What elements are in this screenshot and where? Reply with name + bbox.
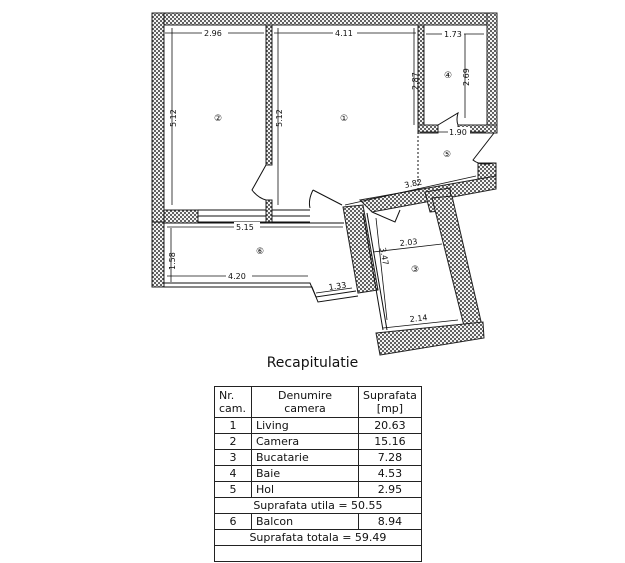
dim-room1-height: 5.12 — [275, 109, 284, 127]
summary-title: Recapitulatie — [266, 355, 359, 371]
dim-kitchen-top: 2.03 — [399, 237, 418, 248]
room-label-3: ③ — [411, 265, 419, 275]
table-row: 5 Hol 2.95 — [214, 481, 422, 498]
room-label-1: ① — [340, 114, 348, 124]
dim-room4-width: 1.73 — [444, 30, 462, 39]
room-labels: ② ① ③ ④ ⑤ ⑥ — [214, 71, 452, 275]
room-label-4: ④ — [444, 71, 452, 81]
header-nr: Nr.cam. — [214, 386, 252, 418]
interior-lines — [164, 111, 495, 331]
dim-balcony-step: 1.33 — [328, 281, 347, 292]
walls — [151, 12, 498, 356]
table-row: 1 Living 20.63 — [214, 417, 422, 434]
table-row: 3 Bucatarie 7.28 — [214, 449, 422, 466]
dim-room2-width: 2.96 — [204, 29, 222, 38]
room-label-5: ⑤ — [443, 150, 451, 160]
balcony-row: 6 Balcon 8.94 — [214, 513, 422, 530]
total-text: Suprafata totala = 59.49 — [214, 529, 422, 546]
dim-kitchen-side: 3.47 — [378, 247, 390, 266]
empty-row — [214, 545, 422, 562]
total-row: Suprafata totala = 59.49 — [214, 529, 422, 546]
table-row: 2 Camera 15.16 — [214, 433, 422, 450]
floor-plan: 2.96 4.11 1.73 1.90 5.15 4.20 1.33 2.03 … — [151, 12, 498, 356]
subtotal-text: Suprafata utila = 50.55 — [214, 497, 422, 514]
dim-balcony-bottom: 4.20 — [228, 272, 246, 281]
dim-balcony-depth: 1.58 — [168, 252, 177, 270]
dim-balcony-width: 5.15 — [236, 223, 254, 232]
dim-kitchen-bottom: 2.14 — [409, 313, 428, 324]
header-area: Suprafata[mp] — [358, 386, 422, 418]
room-label-6: ⑥ — [256, 247, 264, 257]
table-row: 4 Baie 4.53 — [214, 465, 422, 482]
room-label-2: ② — [214, 114, 222, 124]
dim-room4-height: 2.69 — [462, 68, 471, 86]
subtotal-row: Suprafata utila = 50.55 — [214, 497, 422, 514]
dim-room2-height: 5.12 — [169, 109, 178, 127]
dimension-labels: 2.96 4.11 1.73 1.90 5.15 4.20 1.33 2.03 … — [168, 28, 471, 324]
dim-hall-diag: 3.82 — [404, 177, 423, 190]
dim-room1-partial-height: 2.87 — [411, 72, 420, 90]
dim-room1-width: 4.11 — [335, 29, 353, 38]
dim-room5-width: 1.90 — [449, 128, 467, 137]
